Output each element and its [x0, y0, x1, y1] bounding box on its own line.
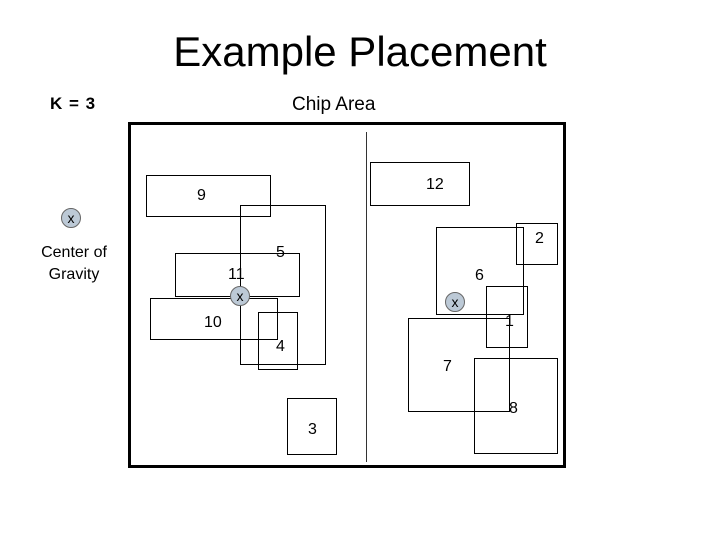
block-11-label: 11	[228, 266, 245, 283]
legend-line-1: Center of	[41, 244, 107, 261]
block-8	[474, 358, 558, 454]
cog-marker-left: x	[230, 286, 250, 306]
legend-text: Center of Gravity	[20, 242, 128, 286]
block-9-label: 9	[197, 187, 206, 204]
block-12	[370, 162, 470, 206]
chip-area	[128, 122, 566, 468]
block-8-label: 8	[509, 400, 518, 417]
block-6-label: 6	[475, 267, 484, 284]
block-12-label: 12	[426, 176, 444, 193]
block-3	[287, 398, 337, 455]
block-5-label: 5	[276, 244, 285, 261]
block-1-label: 1	[505, 313, 514, 330]
k-label: K = 3	[50, 94, 97, 113]
block-1	[486, 286, 528, 348]
legend-line-2: Gravity	[48, 266, 100, 283]
block-3-label: 3	[308, 421, 317, 438]
block-4-label: 4	[276, 338, 285, 355]
block-6	[436, 227, 524, 315]
block-7	[408, 318, 510, 412]
block-7-label: 7	[443, 358, 452, 375]
block-overlap-left	[240, 205, 326, 365]
block-9	[146, 175, 271, 217]
block-2-label: 2	[535, 230, 544, 247]
cog-marker-right: x	[445, 292, 465, 312]
block-2	[516, 223, 558, 265]
chip-divider	[366, 132, 367, 462]
block-10-label: 10	[204, 314, 222, 331]
chip-area-label: Chip Area	[292, 94, 376, 115]
slide-title: Example Placement	[173, 28, 547, 75]
block-10	[150, 298, 278, 340]
legend-cog-marker: x	[61, 208, 81, 228]
block-4	[258, 312, 298, 370]
